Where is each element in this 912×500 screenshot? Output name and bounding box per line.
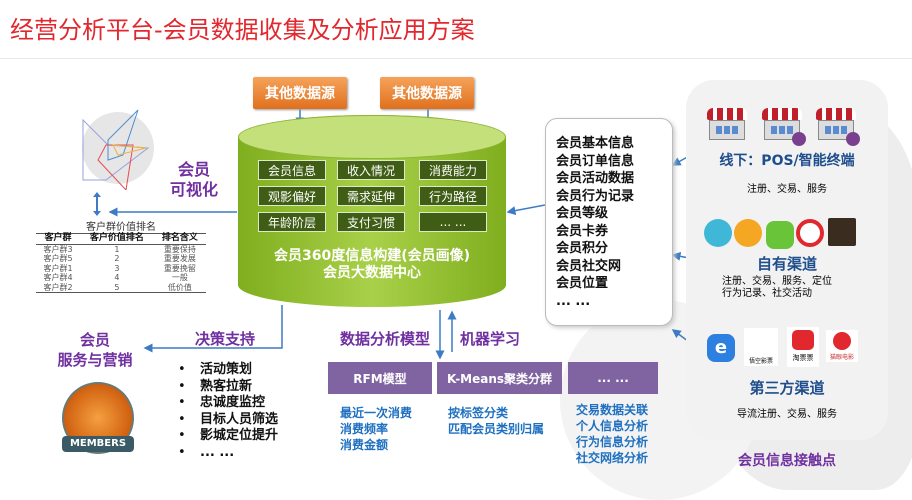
channel-own-desc: 注册、交易、服务、定位行为记录、社交活动 xyxy=(722,276,832,299)
member-info-list: 会员基本信息会员订单信息会员活动数据会员行为记录会员等级会员卡券会员积分会员社交… xyxy=(545,118,673,326)
data-source-box-1: 其他数据源 xyxy=(253,77,347,109)
channel-offline-title: 线下：POS/智能终端 xyxy=(719,153,855,169)
channel-offline-desc: 注册、交易、服务 xyxy=(747,184,827,195)
col-header: 客户群 xyxy=(36,233,81,245)
center-label: 会员360度信息构建(会员画像)会员大数据中心 xyxy=(273,248,471,281)
maoyan-icon: 猫眼电影 xyxy=(826,330,858,362)
analysis-model-label: 数据分析模型 xyxy=(340,330,431,348)
radar-chart xyxy=(82,109,154,190)
cylinder-top xyxy=(238,115,506,159)
page-title: 经营分析平台-会员数据收集及分析应用方案 xyxy=(10,16,475,44)
tag: 支付习惯 xyxy=(337,212,405,232)
channel-own-title: 自有渠道 xyxy=(756,255,817,273)
decision-list: 活动策划熟客拉新忠诚度监控目标人员筛选影城定位提升... ... xyxy=(178,362,278,461)
taopiaopiao-icon: 淘票票 xyxy=(787,327,819,367)
weibo-icon xyxy=(796,219,824,247)
model-kmeans: K-Means聚类分群 xyxy=(437,362,562,394)
rank-table-title: 客户群价值排名 xyxy=(86,222,156,233)
model-rfm: RFM模型 xyxy=(328,362,432,394)
tag: 观影偏好 xyxy=(258,186,326,206)
more-items: 交易数据关联个人信息分析行为信息分析社交网络分析 xyxy=(576,403,649,465)
store-lock-icon xyxy=(816,108,860,146)
service-marketing-label: 会员服务与营销 xyxy=(57,331,133,369)
cinema-app-icon xyxy=(828,218,856,246)
members-badge-label: MEMBERS xyxy=(62,436,134,452)
decision-support-label: 决策支持 xyxy=(195,330,256,348)
tag: ... ... xyxy=(419,212,487,232)
tag: 行为路径 xyxy=(419,186,487,206)
tag: 需求延伸 xyxy=(337,186,405,206)
store-icon xyxy=(707,108,747,142)
wukong-ticket-icon: 悟空影票 xyxy=(744,328,778,366)
tag: 年龄阶层 xyxy=(258,212,326,232)
col-header: 客户价值排名 xyxy=(80,233,154,245)
wechat-icon xyxy=(766,221,794,249)
radar-series-1 xyxy=(82,118,150,181)
mobile-app-icon xyxy=(734,219,762,247)
machine-learning-label: 机器学习 xyxy=(460,330,521,348)
visualization-label: 会员可视化 xyxy=(170,160,219,199)
tag: 消费能力 xyxy=(419,160,487,180)
channel-third-title: 第三方渠道 xyxy=(749,379,825,397)
radar-series-4 xyxy=(112,144,147,156)
model-more: ... ... xyxy=(568,362,658,394)
tag: 收入情况 xyxy=(337,160,405,180)
touchpoints-label: 会员信息接触点 xyxy=(738,453,836,469)
col-header: 排名含义 xyxy=(153,233,206,245)
kmeans-items: 按标签分类匹配会员类别归属 xyxy=(448,406,545,436)
phone-icon xyxy=(704,219,732,247)
store-lock-icon xyxy=(762,108,806,146)
radar-series-3 xyxy=(97,144,134,190)
radar-series-2 xyxy=(107,109,139,161)
tag: 会员信息 xyxy=(258,160,326,180)
channel-third-desc: 导流注册、交易、服务 xyxy=(737,409,837,420)
data-source-box-2: 其他数据源 xyxy=(380,77,474,109)
rfm-items: 最近一次消费消费频率消费金额 xyxy=(340,406,413,452)
double-arrow-icon xyxy=(93,192,101,216)
divider xyxy=(0,58,912,59)
browser-icon: e xyxy=(707,334,735,362)
